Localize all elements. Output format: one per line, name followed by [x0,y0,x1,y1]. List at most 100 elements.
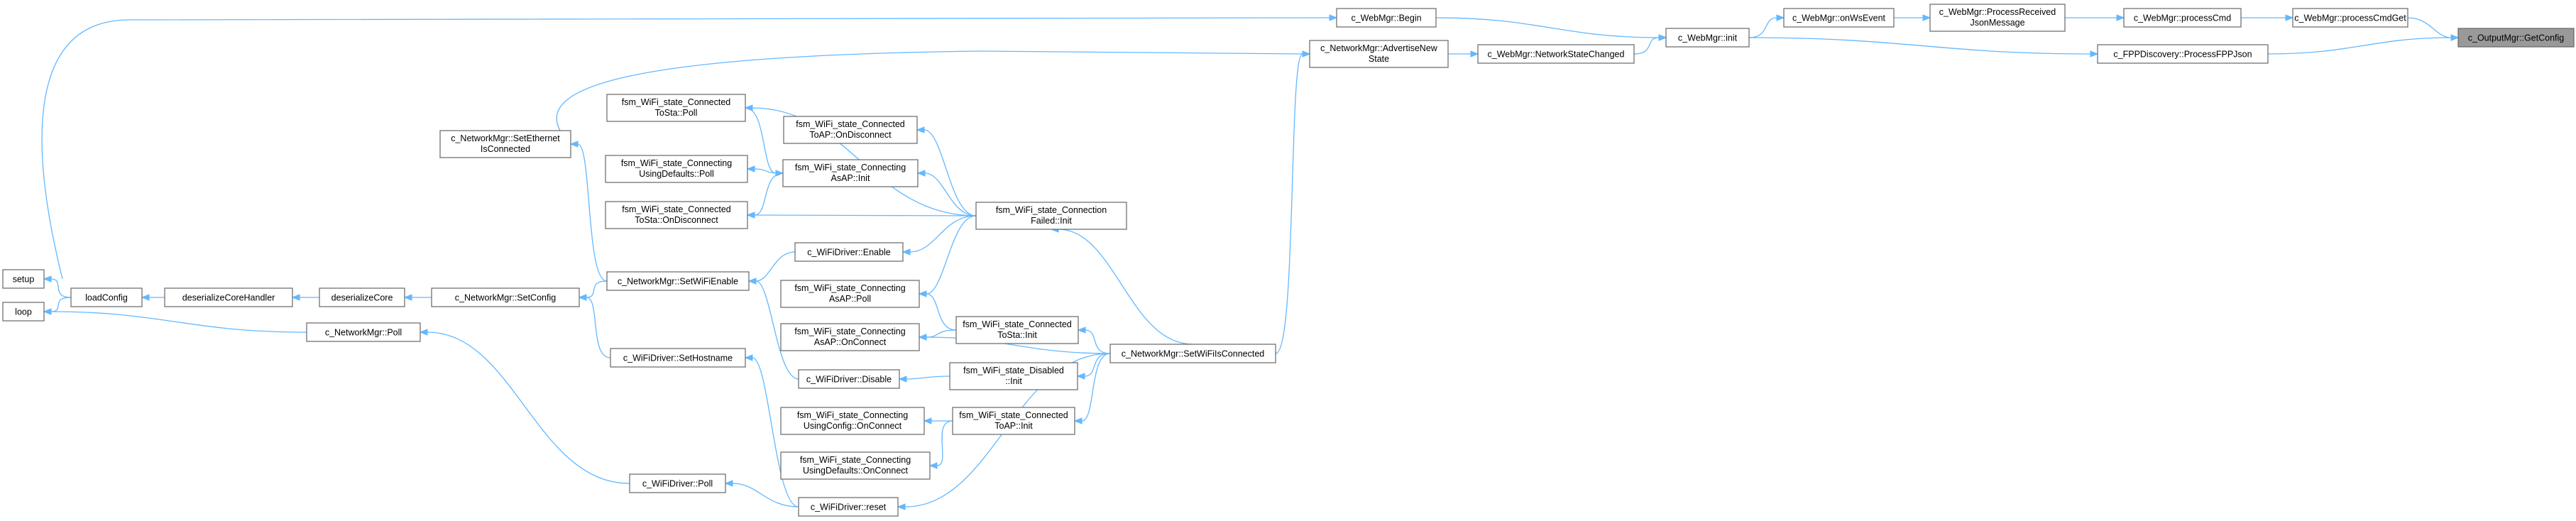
node-box [319,287,405,307]
node-label: c_WebMgr::init [1678,33,1738,43]
arrowhead [403,294,412,301]
edge-st-connection-failed-init-to-st-conn-to-ap-on-disconnect [916,126,977,216]
edge-line [50,278,72,298]
node-setup[interactable]: setup [2,269,45,289]
node-st-conn-using-defaults-poll[interactable]: fsm_WiFi_state_ConnectingUsingDefaults::… [605,155,748,183]
node-loop[interactable]: loop [2,302,45,322]
arrowhead [1076,373,1085,380]
node-deserialize-core-handler[interactable]: deserializeCoreHandler [164,287,293,307]
node-st-conn-using-defaults-on-connect[interactable]: fsm_WiFi_state_ConnectingUsingDefaults::… [780,451,931,480]
node-net-set-wi-fi-enable[interactable]: c_NetworkMgr::SetWiFiEnable [606,271,750,291]
node-label: ToSta::Poll [655,108,698,118]
node-label: fsm_WiFi_state_Connected [959,410,1068,420]
node-box [306,322,421,342]
node-get-config[interactable]: c_OutputMgr::GetConfig [2457,28,2575,48]
node-box [798,369,900,389]
edge-web-init-to-on-ws-event [1748,14,1785,38]
node-box [1309,40,1449,68]
node-wifi-enable[interactable]: c_WiFiDriver::Enable [794,242,904,262]
node-box [606,94,746,122]
node-label: State [1369,54,1389,64]
node-label: c_FPPDiscovery::ProcessFPPJson [2113,50,2252,60]
node-network-state-changed[interactable]: c_WebMgr::NetworkStateChanged [1477,44,1635,64]
arrowhead [43,308,52,315]
node-process-cmd-get[interactable]: c_WebMgr::processCmdGet [2292,8,2408,28]
node-st-conn-to-sta-on-disconnect[interactable]: fsm_WiFi_state_ConnectedToSta::OnDisconn… [605,201,748,229]
node-process-cmd[interactable]: c_WebMgr::processCmd [2123,8,2242,28]
edge-line [586,280,608,298]
node-box [780,451,931,480]
node-net-set-wi-fi-is-connected[interactable]: c_NetworkMgr::SetWiFiIsConnected [1109,344,1276,363]
edge-fpp-process-to-get-config [2267,34,2460,55]
node-st-conn-using-config-on-connect[interactable]: fsm_WiFi_state_ConnectingUsingConfig::On… [780,407,925,435]
edge-line [926,293,957,331]
edge-process-received-json-to-process-cmd [2065,14,2125,21]
node-label: AsAP::Poll [829,294,871,304]
edge-line [1748,37,2091,55]
node-net-poll[interactable]: c_NetworkMgr::Poll [306,322,421,342]
node-box [2,302,45,322]
node-box [949,362,1078,390]
call-edges [41,14,2460,510]
node-wifi-reset[interactable]: c_WiFiDriver::reset [798,497,899,517]
edge-process-cmd-get-to-get-config [2407,17,2460,41]
node-box [1783,8,1895,28]
edge-line [752,357,799,508]
edge-st-conn-to-sta-poll-to-st-connecting-as-ap-init [745,107,784,177]
edge-load-config-to-setup [43,275,72,298]
node-st-disabled-init[interactable]: fsm_WiFi_state_Disabled::Init [949,362,1078,390]
arrowhead [901,248,911,256]
edge-web-begin-to-web-init [1435,17,1667,41]
node-box [431,287,580,307]
edge-st-connection-failed-init-to-st-conn-to-sta-on-disconnect [746,212,977,219]
node-box [610,348,746,368]
node-wifi-set-hostname[interactable]: c_WiFiDriver::SetHostname [610,348,746,368]
edge-wifi-reset-to-wifi-poll [724,480,799,508]
node-label: c_WebMgr::ProcessReceived [1939,7,2056,17]
node-box [605,155,748,183]
edge-line [1085,329,1111,354]
node-box [1336,8,1437,28]
node-label: fsm_WiFi_state_Connected [622,204,731,214]
edge-process-cmd-to-process-cmd-get [2241,14,2294,21]
edge-line [1748,17,1777,38]
node-load-config[interactable]: loadConfig [70,287,143,307]
node-label: c_NetworkMgr::SetEthernet [451,133,560,143]
node-label: c_NetworkMgr::SetWiFiIsConnected [1122,349,1265,359]
node-box [70,287,143,307]
node-box [780,280,920,308]
node-label: ToSta::OnDisconnect [635,215,718,225]
node-on-ws-event[interactable]: c_WebMgr::onWsEvent [1783,8,1895,28]
node-deserialize-core[interactable]: deserializeCore [319,287,405,307]
arrowhead [747,278,757,285]
node-fpp-process[interactable]: c_FPPDiscovery::ProcessFPPJson [2097,44,2269,64]
arrowhead [2116,14,2125,21]
node-box [780,323,920,351]
arrowhead [923,417,932,424]
node-label: c_WebMgr::NetworkStateChanged [1488,50,1625,60]
edge-line [2407,17,2452,38]
node-box [2,269,45,289]
node-wifi-poll[interactable]: c_WiFiDriver::Poll [629,473,726,493]
edge-web-init-to-fpp-process [1748,37,2099,57]
node-wifi-disable[interactable]: c_WiFiDriver::Disable [798,369,900,389]
node-box [975,202,1127,230]
node-label: c_WebMgr::onWsEvent [1792,13,1886,23]
node-web-init[interactable]: c_WebMgr::init [1665,28,1750,48]
node-box [1477,44,1635,64]
node-net-set-config[interactable]: c_NetworkMgr::SetConfig [431,287,580,307]
node-st-conn-to-ap-on-disconnect[interactable]: fsm_WiFi_state_ConnectedToAP::OnDisconne… [783,116,918,144]
edge-line [926,215,977,295]
node-web-begin[interactable]: c_WebMgr::Begin [1336,8,1437,28]
edge-net-set-wi-fi-is-connected-to-st-disabled-init [1076,353,1111,380]
